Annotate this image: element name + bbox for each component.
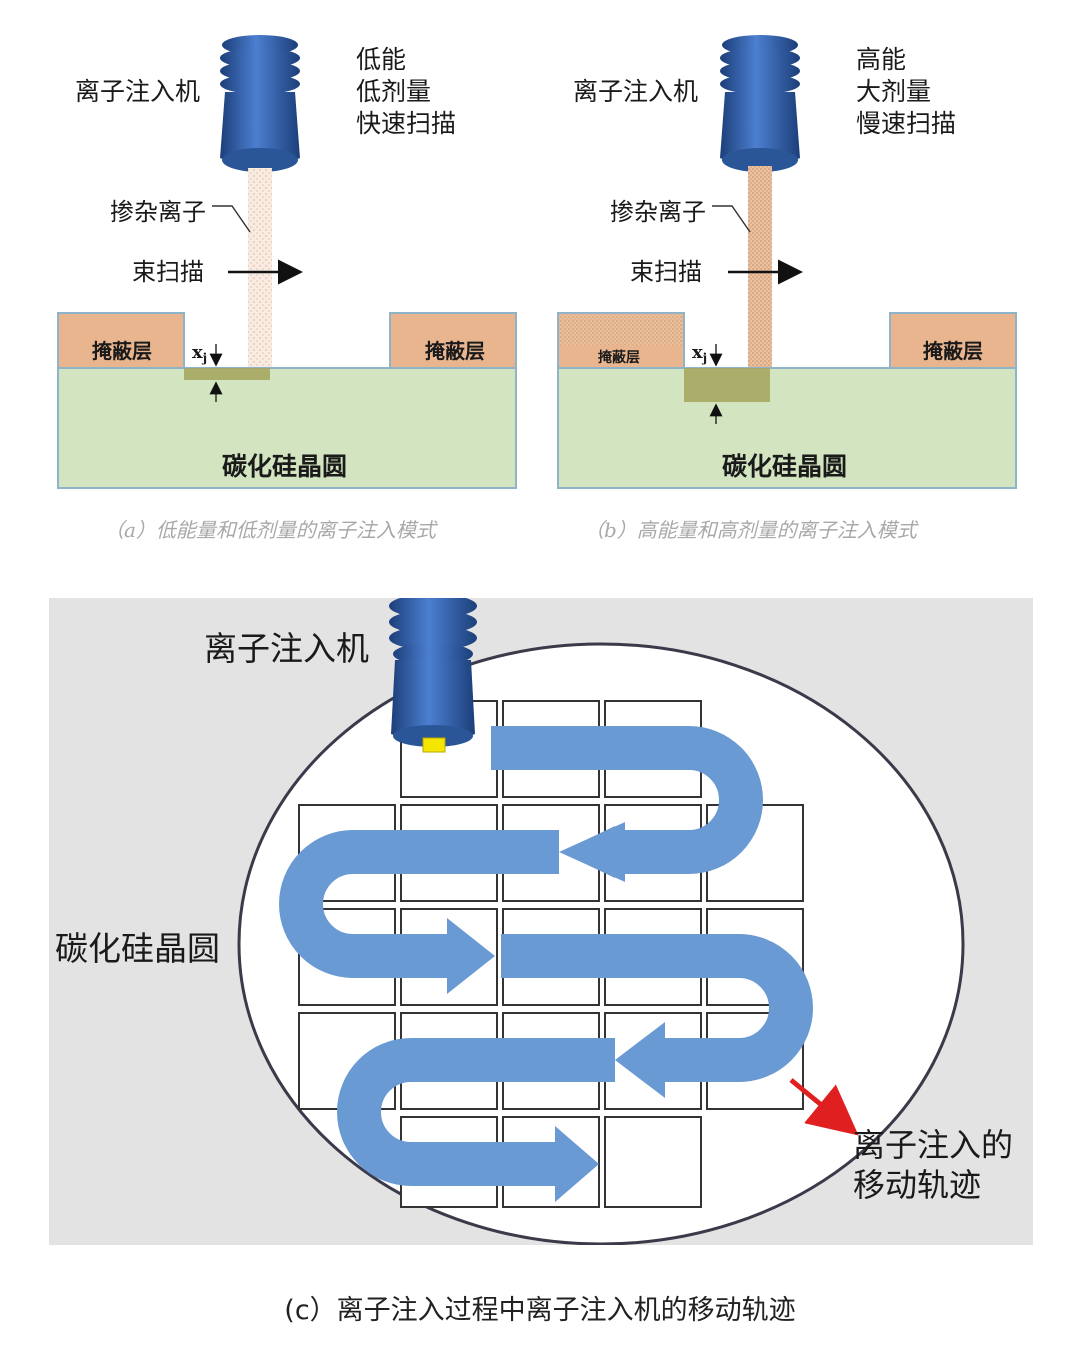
track-label-line1: 离子注入的 — [853, 1126, 1013, 1164]
panel-a: 离子注入机 低能 低剂量 快速扫描 掺杂离子 束扫描 碳化硅晶圆 掩蔽层 掩蔽层… — [0, 0, 540, 560]
caption-c: (c）离子注入过程中离子注入机的移动轨迹 — [284, 1295, 796, 1326]
mask-left-label: 掩蔽层 — [598, 349, 640, 366]
panel-a-diagram: 离子注入机 低能 低剂量 快速扫描 掺杂离子 束扫描 碳化硅晶圆 掩蔽层 掩蔽层… — [57, 35, 517, 542]
machine-label: 离子注入机 — [75, 77, 200, 106]
panel-b: 离子注入机 高能 大剂量 慢速扫描 掺杂离子 束扫描 碳化硅晶圆 掩蔽层 掩蔽层… — [500, 0, 1040, 560]
param-dose: 大剂量 — [856, 77, 931, 106]
param-scan: 快速扫描 — [356, 109, 456, 138]
ion-beam — [248, 168, 272, 368]
wafer-label-c: 碳化硅晶圆 — [55, 929, 220, 968]
wafer-label: 碳化硅晶圆 — [722, 452, 847, 481]
ion-implanter-icon — [389, 598, 477, 753]
param-energy: 低能 — [356, 45, 406, 74]
machine-label: 离子注入机 — [573, 77, 698, 106]
mask-left — [57, 312, 185, 369]
track-pointer-arrow — [789, 1078, 859, 1136]
ion-beam — [748, 166, 772, 368]
panel-c-diagram: 离子注入机 碳化硅晶圆 离子注入的 移动轨迹 — [49, 598, 1033, 1245]
depth-label: xj — [192, 342, 207, 365]
dopant-label: 掺杂离子 — [610, 198, 706, 226]
machine-label-c: 离子注入机 — [204, 629, 369, 668]
param-energy: 高能 — [856, 45, 906, 74]
mask-right — [389, 312, 517, 369]
scan-label: 束扫描 — [630, 258, 702, 286]
ion-implanter-icon — [220, 35, 300, 172]
dopant-leader — [712, 205, 751, 233]
caption-b: （b）高能量和高剂量的离子注入模式 — [584, 518, 920, 542]
scan-label: 束扫描 — [132, 258, 204, 286]
mask-left — [557, 312, 685, 369]
trajectory-path — [279, 726, 813, 1202]
wafer — [557, 367, 1017, 489]
param-scan: 慢速扫描 — [856, 109, 956, 138]
mask-right — [889, 312, 1017, 369]
dopant-leader — [212, 205, 251, 233]
mask-right-label: 掩蔽层 — [923, 339, 983, 363]
implant-region — [684, 368, 770, 402]
panel-c: 离子注入机 碳化硅晶圆 离子注入的 移动轨迹 — [49, 598, 1033, 1245]
param-dose: 低剂量 — [356, 77, 431, 106]
implant-region — [184, 368, 270, 380]
wafer — [57, 367, 517, 489]
depth-label: xj — [692, 342, 707, 365]
wafer-label: 碳化硅晶圆 — [222, 452, 347, 481]
track-label-line2: 移动轨迹 — [853, 1166, 981, 1204]
mask-left-label: 掩蔽层 — [92, 339, 152, 363]
mask-right-label: 掩蔽层 — [425, 339, 485, 363]
caption-a: （a）低能量和低剂量的离子注入模式 — [104, 518, 439, 542]
ion-implanter-icon — [720, 35, 800, 172]
dopant-label: 掺杂离子 — [110, 198, 206, 226]
panel-b-diagram: 离子注入机 高能 大剂量 慢速扫描 掺杂离子 束扫描 碳化硅晶圆 掩蔽层 掩蔽层… — [557, 35, 1017, 542]
